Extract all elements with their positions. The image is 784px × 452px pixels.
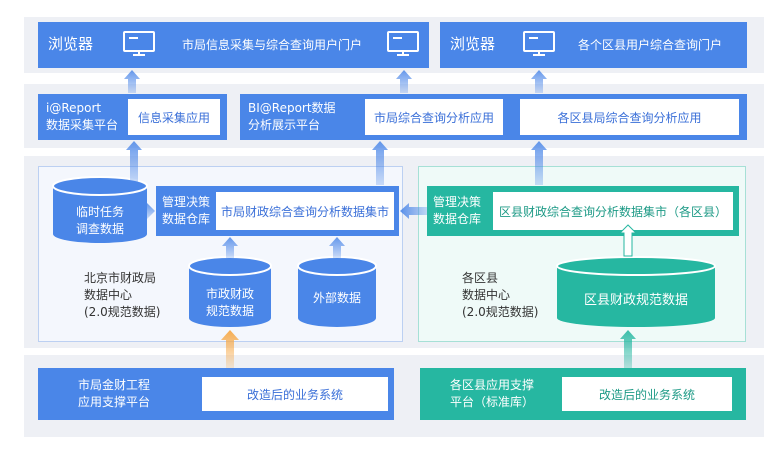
beijing-warehouse-label: 管理决策 数据仓库 <box>162 195 211 226</box>
temp-task-cylinder <box>52 176 148 243</box>
district-support-platform: 各区县应用支撑 平台（标准库） 改造后的业务系统 <box>420 368 746 420</box>
municipal-data-label: 市政财政 规范数据 <box>205 287 254 318</box>
monitor-icon <box>523 31 555 56</box>
browser-left-label: 浏览器 <box>48 35 94 53</box>
monitor-icon <box>123 31 155 56</box>
district-norm-label: 区县财政规范数据 <box>583 293 688 308</box>
district-warehouse: 管理决策 数据仓库 区县财政综合查询分析数据集市（各区县） <box>427 186 739 236</box>
temp-task-label: 临时任务 调查数据 <box>75 205 124 236</box>
municipal-support-platform: 市局金财工程 应用支撑平台 改造后的业务系统 <box>38 368 394 420</box>
ireport-platform: i@Report 数据采集平台 信息采集应用 <box>38 94 227 140</box>
municipal-support-label: 市局金财工程 应用支撑平台 <box>78 378 151 409</box>
external-data-label: 外部数据 <box>312 291 361 305</box>
browser-right-portal: 各个区县用户综合查询门户 <box>578 38 723 52</box>
beijing-warehouse: 管理决策 数据仓库 市局财政综合查询分析数据集市 <box>156 186 399 236</box>
district-norm-cylinder <box>556 256 716 327</box>
district-data-mart: 区县财政综合查询分析数据集市（各区县） <box>493 192 733 230</box>
browser-right-label: 浏览器 <box>450 35 496 53</box>
district-warehouse-label: 管理决策 数据仓库 <box>433 195 482 226</box>
browser-right-bar: 浏览器 各个区县用户综合查询门户 <box>440 22 747 68</box>
beijing-center-label: 北京市财政局 数据中心 (2.0规范数据) <box>84 271 161 319</box>
collection-app: 信息采集应用 <box>128 99 220 135</box>
browser-left-portal: 市局信息采集与综合查询用户门户 <box>182 38 363 52</box>
bireport-name: BI@Report数据 分析展示平台 <box>248 101 336 132</box>
municipal-data-cylinder <box>188 256 272 327</box>
district-query-app: 各区县局综合查询分析应用 <box>520 99 739 135</box>
browser-left-bar: 浏览器 市局信息采集与综合查询用户门户 <box>38 22 429 68</box>
district-business-system: 改造后的业务系统 <box>562 377 732 411</box>
district-center-label: 各区县 数据中心 (2.0规范数据) <box>462 271 539 319</box>
district-support-label: 各区县应用支撑 平台（标准库） <box>450 378 535 409</box>
municipal-query-app: 市局综合查询分析应用 <box>365 99 503 135</box>
municipal-business-system: 改造后的业务系统 <box>202 377 388 411</box>
municipal-data-mart: 市局财政综合查询分析数据集市 <box>216 192 394 230</box>
ireport-name: i@Report 数据采集平台 <box>46 101 119 132</box>
bireport-platform: BI@Report数据 分析展示平台 市局综合查询分析应用 各区县局综合查询分析… <box>240 94 747 140</box>
monitor-icon <box>387 31 419 56</box>
external-data-cylinder <box>297 256 377 327</box>
